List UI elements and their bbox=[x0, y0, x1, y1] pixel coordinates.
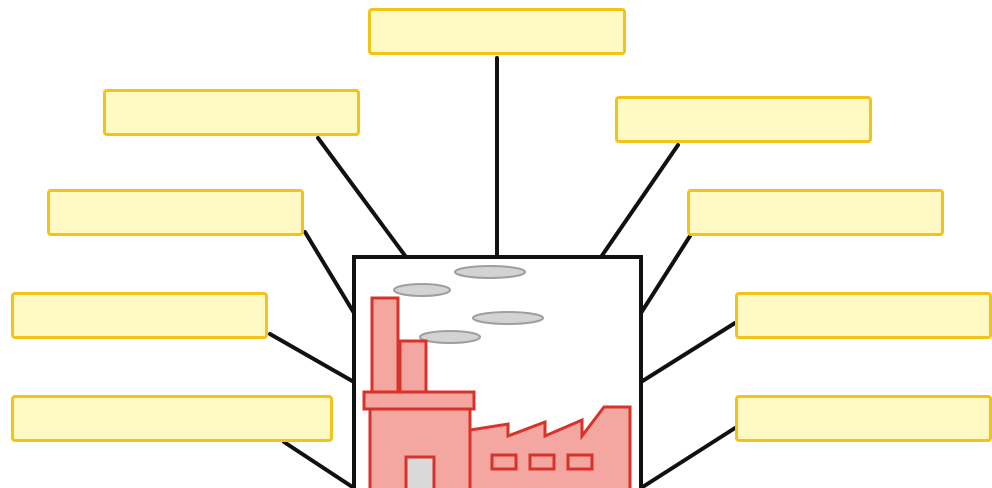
smoke-cloud-icon bbox=[419, 330, 481, 344]
connector-lower-right bbox=[639, 321, 737, 384]
connector-lines bbox=[268, 56, 737, 488]
label-box-bottom-right[interactable] bbox=[735, 395, 992, 442]
connector-upper-left bbox=[316, 136, 408, 259]
smoke-clouds bbox=[393, 265, 544, 344]
factory-roof-band bbox=[362, 390, 476, 411]
smoke-cloud-icon bbox=[454, 265, 526, 279]
factory-picture bbox=[352, 255, 643, 488]
tall-chimney bbox=[370, 296, 400, 396]
connector-mid-left bbox=[303, 230, 356, 315]
short-chimney bbox=[398, 339, 428, 396]
connector-lower-left bbox=[268, 332, 356, 384]
label-box-lower-right[interactable] bbox=[735, 292, 992, 339]
factory-window bbox=[566, 453, 594, 471]
connector-mid-right bbox=[639, 234, 692, 315]
label-box-upper-right[interactable] bbox=[615, 96, 872, 143]
label-box-upper-left[interactable] bbox=[103, 89, 360, 136]
connector-bottom-right bbox=[639, 426, 737, 488]
factory-icon bbox=[362, 296, 632, 488]
label-box-mid-left[interactable] bbox=[47, 189, 304, 236]
factory-door bbox=[404, 455, 436, 488]
factory-window bbox=[490, 453, 518, 471]
label-box-lower-left[interactable] bbox=[11, 292, 268, 339]
smoke-cloud-icon bbox=[393, 283, 451, 297]
label-box-mid-right[interactable] bbox=[687, 189, 944, 236]
factory-window bbox=[528, 453, 556, 471]
connector-bottom-left bbox=[282, 440, 356, 488]
connector-upper-right bbox=[599, 143, 680, 259]
smoke-cloud-icon bbox=[472, 311, 544, 325]
label-box-bottom-left[interactable] bbox=[11, 395, 333, 442]
label-box-top[interactable] bbox=[368, 8, 626, 55]
